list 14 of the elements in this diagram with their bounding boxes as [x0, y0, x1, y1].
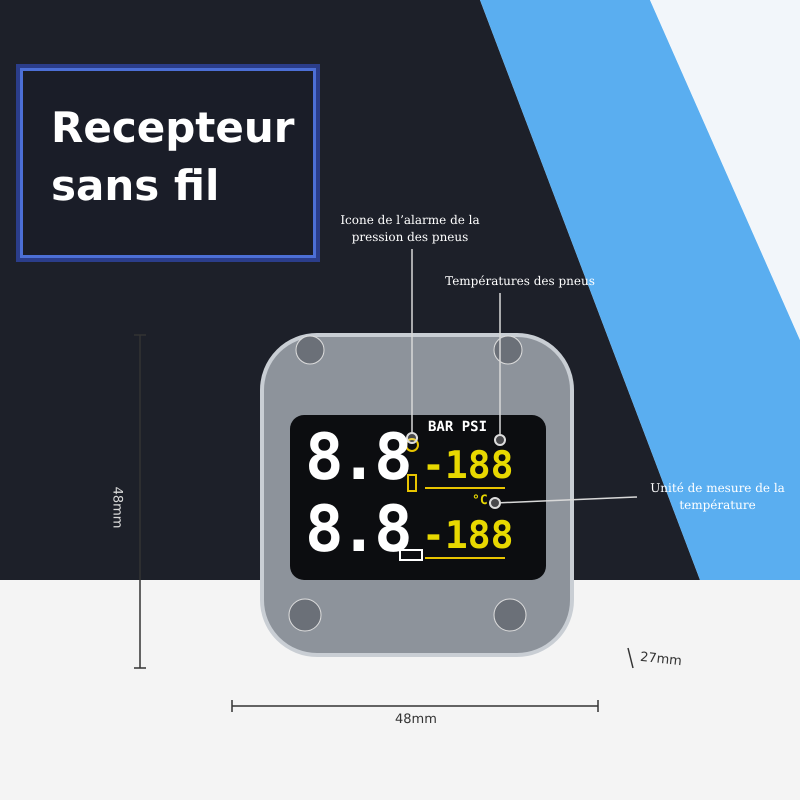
callout-text: Icone de l’alarme de la pression des pneus: [330, 212, 490, 246]
display-digits: -188: [422, 446, 514, 484]
display-digits: 8.8: [305, 426, 409, 490]
leader-line: [500, 496, 638, 504]
display-unit-text: BAR PSI: [428, 420, 488, 434]
dimension-label: 27mm: [639, 650, 683, 670]
display-digits: -188: [422, 516, 514, 554]
leader-line: [499, 293, 501, 434]
dimension-label: 48mm: [395, 712, 437, 727]
display-digits: 8.8: [305, 498, 409, 562]
display-unit-text: °C: [472, 494, 488, 507]
callout-dot: [494, 434, 506, 446]
callout-dot: [489, 497, 501, 509]
dimension-label: 48mm: [109, 486, 124, 528]
